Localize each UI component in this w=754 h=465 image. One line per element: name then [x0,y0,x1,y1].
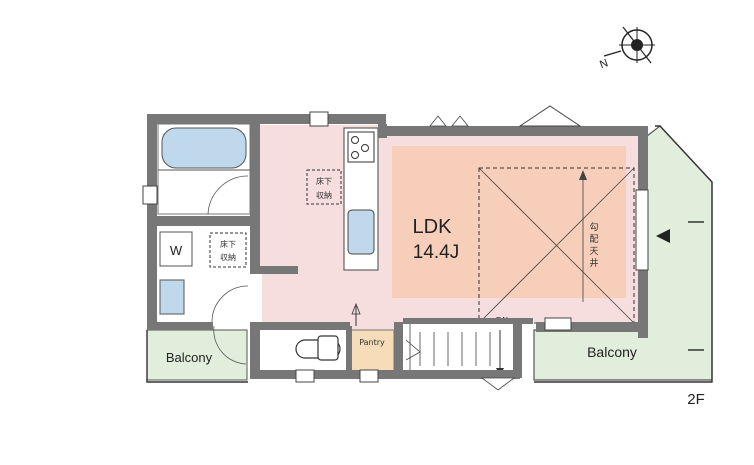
washroom: W 床下 収納 Balcony [158,226,250,365]
walls [147,114,648,379]
wall [250,370,402,379]
ldk-label: LDK [413,216,453,238]
stairs: DN [403,316,523,376]
washroom-door-swing [211,285,249,323]
wall [346,326,352,374]
sloped-ceiling-label-char: 天 [589,247,598,257]
pantry-floor [349,329,395,373]
window [142,185,158,205]
ridge-arrow [579,170,587,180]
sloped-ceiling-label-char: 勾 [589,221,598,233]
window [359,369,379,383]
window-bay [429,115,447,127]
balcony-right-label: Balcony [587,344,637,360]
toilet-tank [317,335,339,361]
window-bay [480,377,516,391]
ldk-size: 14.4J [413,242,459,263]
ldk-room: LDK 14.4J 勾 配 天 井 [260,125,640,330]
pantry-door-mark [351,302,361,315]
windows [142,105,649,391]
wall [400,370,520,379]
stair-winder [405,351,421,361]
wall [250,114,260,272]
ldk-sloped-ceiling-area [392,146,626,298]
window [309,111,329,127]
window [635,189,649,271]
underfloor-storage-wash-label: 床下 [220,239,236,249]
wall [386,126,648,136]
balcony-door-swing [213,325,247,365]
bathroom [157,123,251,215]
washing-machine-space [159,231,193,267]
washing-machine-label: W [170,243,183,258]
kitchen-sink [347,209,375,255]
wall [403,318,533,324]
stair-winder [405,339,421,353]
underfloor-storage-wash-label: 収納 [220,252,236,262]
sloped-ceiling-label-char: 井 [589,257,598,269]
window [295,369,315,383]
burner-icon [351,136,359,144]
left-balcony [146,329,248,383]
burner-icon [351,151,359,159]
compass-pointer [603,50,622,57]
kitchen: 床下 収納 [306,127,379,271]
compass-north-label: N [598,57,610,71]
wash-basin [159,279,185,315]
sloped-ceiling-label-char: 配 [589,234,598,245]
wall [250,322,350,330]
window-bay [518,105,582,127]
pantry-label: Pantry [359,338,385,347]
wall [250,322,260,374]
wall [394,322,403,378]
window [544,317,572,331]
wall [147,216,258,226]
compass-icon: N [598,26,655,71]
bathtub [161,127,247,169]
sloped-ceiling-diagonal [478,167,635,324]
underfloor-storage-kitchen-label: 収納 [316,190,332,200]
balcony-left-label: Balcony [166,350,213,365]
wall [250,266,298,274]
underfloor-storage-kitchen [306,169,342,205]
stair-area [403,322,523,370]
wall [536,322,648,332]
toilet-room [262,330,346,372]
underfloor-storage-kitchen-label: 床下 [316,176,332,186]
bathroom-door-swing [207,175,249,215]
wall [147,114,258,124]
entry-arrow-icon [656,229,670,243]
wall [147,322,213,330]
left-balcony-rail [146,330,248,383]
wall [513,322,522,378]
underfloor-storage-wash [209,232,247,268]
window-bay [451,115,469,127]
burner-icon [361,144,369,152]
right-balcony-rail [534,125,713,383]
wall [378,124,387,138]
left-balcony-floor [146,329,248,381]
floor-label: 2F [687,391,705,408]
